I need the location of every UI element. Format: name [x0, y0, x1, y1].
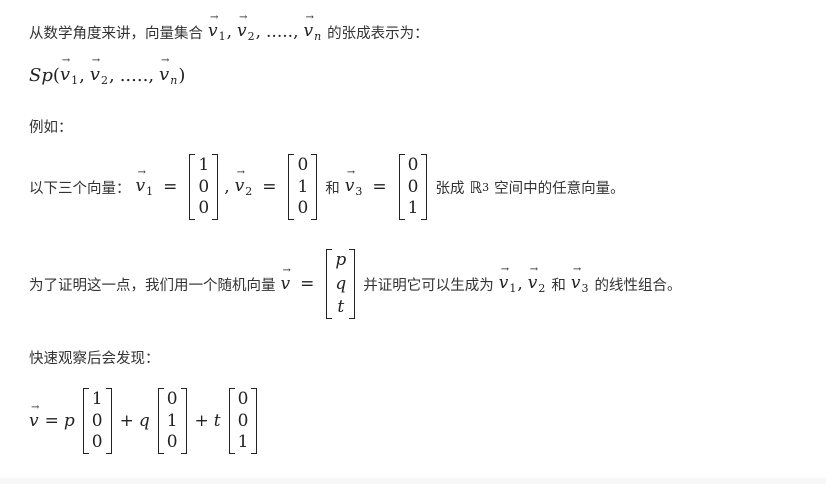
- example-label: 例如：: [29, 119, 73, 136]
- vector-v2: →v2: [237, 12, 255, 44]
- page-bottom-edge: [0, 478, 826, 484]
- span-definition-sentence: 从数学角度来讲，向量集合 →v1 , →v2 , ....., →vn 的张成表…: [29, 12, 429, 44]
- observation-label: 快速观察后会发现：: [29, 350, 160, 367]
- text-span-suffix: 的张成表示为：: [327, 25, 429, 42]
- vector-v1: →v1: [208, 12, 226, 44]
- vector-vn: →vn: [303, 12, 322, 44]
- span-function-name: Sp: [29, 64, 53, 86]
- text-span-intro: 从数学角度来讲，向量集合: [29, 25, 203, 42]
- span-notation-formula: Sp ( →v1 , →v2 , ....., →vn ): [29, 54, 186, 87]
- vector-set-formula: →v1 , →v2 , ....., →vn: [208, 12, 322, 44]
